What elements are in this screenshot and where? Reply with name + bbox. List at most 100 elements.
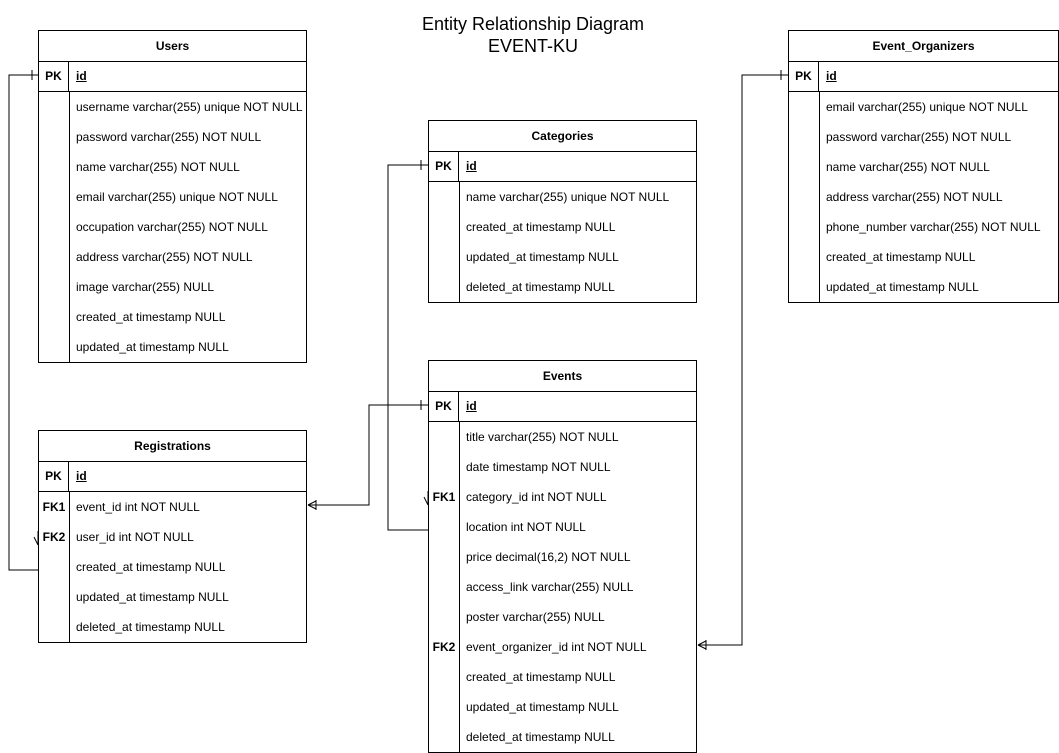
field-list: title varchar(255) NOT NULL date timestam… <box>429 422 696 752</box>
field-name: address varchar(255) NOT NULL <box>76 250 253 264</box>
primary-key-row: PK id <box>429 152 696 182</box>
primary-key-row: PK id <box>429 392 696 422</box>
field-row: created_at timestamp NULL <box>789 242 1058 272</box>
field-name: event_id int NOT NULL <box>76 500 200 514</box>
key-label <box>39 182 69 212</box>
field-row: created_at timestamp NULL <box>429 212 696 242</box>
entity-categories[interactable]: Categories PK id name varchar(255) uniqu… <box>428 120 697 303</box>
field-name: deleted_at timestamp NULL <box>466 280 615 294</box>
field-name: created_at timestamp NULL <box>466 220 616 234</box>
primary-key-row: PK id <box>39 462 306 492</box>
key-label <box>789 92 819 122</box>
key-label <box>39 242 69 272</box>
key-label <box>429 722 459 752</box>
field-name: password varchar(255) NOT NULL <box>826 130 1012 144</box>
field-row: FK2 event_organizer_id int NOT NULL <box>429 632 696 662</box>
field-row: updated_at timestamp NULL <box>429 242 696 272</box>
field-row: location int NOT NULL <box>429 512 696 542</box>
key-label <box>429 452 459 482</box>
field-row: access_link varchar(255) NULL <box>429 572 696 602</box>
field-list: username varchar(255) unique NOT NULL pas… <box>39 92 306 362</box>
field-name: username varchar(255) unique NOT NULL <box>76 100 303 114</box>
field-row: created_at timestamp NULL <box>39 302 306 332</box>
key-label: PK <box>429 392 459 421</box>
field-row: deleted_at timestamp NULL <box>429 272 696 302</box>
field-name: occupation varchar(255) NOT NULL <box>76 220 268 234</box>
key-label: PK <box>39 462 69 491</box>
key-label <box>789 182 819 212</box>
key-label <box>789 212 819 242</box>
field-name: user_id int NOT NULL <box>76 530 194 544</box>
field-name: email varchar(255) unique NOT NULL <box>76 190 278 204</box>
field-row: created_at timestamp NULL <box>39 552 306 582</box>
key-label <box>429 602 459 632</box>
field-row: updated_at timestamp NULL <box>39 332 306 362</box>
key-label <box>789 242 819 272</box>
field-name: phone_number varchar(255) NOT NULL <box>826 220 1041 234</box>
connector-events-registrations <box>308 404 428 506</box>
field-name: deleted_at timestamp NULL <box>466 730 615 744</box>
key-label <box>39 582 69 612</box>
key-label: PK <box>789 62 819 91</box>
entity-header: Users <box>39 31 306 62</box>
field-name: id <box>466 399 477 413</box>
field-name: id <box>466 159 477 173</box>
key-label <box>429 512 459 542</box>
field-row: image varchar(255) NULL <box>39 272 306 302</box>
key-label <box>39 92 69 122</box>
entity-events[interactable]: Events PK id title varchar(255) NOT NULL… <box>428 360 697 753</box>
field-row: deleted_at timestamp NULL <box>39 612 306 642</box>
field-row: poster varchar(255) NULL <box>429 602 696 632</box>
field-name: password varchar(255) NOT NULL <box>76 130 262 144</box>
key-label: FK2 <box>432 640 456 654</box>
key-label <box>39 302 69 332</box>
field-name: category_id int NOT NULL <box>466 490 607 504</box>
key-label <box>39 212 69 242</box>
field-row: email varchar(255) unique NOT NULL <box>789 92 1058 122</box>
key-label <box>39 152 69 182</box>
connector-users-registrations <box>8 74 38 571</box>
field-row: username varchar(255) unique NOT NULL <box>39 92 306 122</box>
field-name: updated_at timestamp NULL <box>466 250 619 264</box>
field-name: image varchar(255) NULL <box>76 280 215 294</box>
connector-organizers-events <box>698 74 788 646</box>
key-label <box>39 612 69 642</box>
field-name: deleted_at timestamp NULL <box>76 620 225 634</box>
field-row: created_at timestamp NULL <box>429 662 696 692</box>
field-name: event_organizer_id int NOT NULL <box>466 640 647 654</box>
field-name: date timestamp NOT NULL <box>466 460 611 474</box>
key-label <box>429 182 459 212</box>
entity-event-organizers[interactable]: Event_Organizers PK id email varchar(255… <box>788 30 1059 303</box>
field-row: updated_at timestamp NULL <box>39 582 306 612</box>
key-label <box>39 122 69 152</box>
entity-header: Event_Organizers <box>789 31 1058 62</box>
field-row: date timestamp NOT NULL <box>429 452 696 482</box>
key-label: PK <box>39 62 69 91</box>
field-row: password varchar(255) NOT NULL <box>789 122 1058 152</box>
field-row: updated_at timestamp NULL <box>789 272 1058 302</box>
entity-header: Categories <box>429 121 696 152</box>
field-name: price decimal(16,2) NOT NULL <box>466 550 631 564</box>
entity-users[interactable]: Users PK id username varchar(255) unique… <box>38 30 307 363</box>
key-label <box>429 242 459 272</box>
field-row: address varchar(255) NOT NULL <box>39 242 306 272</box>
key-label <box>429 542 459 572</box>
entity-header: Events <box>429 361 696 392</box>
field-name: location int NOT NULL <box>466 520 586 534</box>
key-label <box>429 272 459 302</box>
entity-header: Registrations <box>39 431 306 462</box>
field-name: id <box>826 69 837 83</box>
field-row: title varchar(255) NOT NULL <box>429 422 696 452</box>
field-name: created_at timestamp NULL <box>826 250 976 264</box>
many-marker-events-organizer <box>697 640 707 650</box>
key-label <box>39 272 69 302</box>
field-name: created_at timestamp NULL <box>76 310 226 324</box>
field-name: updated_at timestamp NULL <box>466 700 619 714</box>
key-label <box>429 572 459 602</box>
field-name: name varchar(255) unique NOT NULL <box>466 190 670 204</box>
field-row: phone_number varchar(255) NOT NULL <box>789 212 1058 242</box>
connector-categories-events <box>387 164 428 531</box>
